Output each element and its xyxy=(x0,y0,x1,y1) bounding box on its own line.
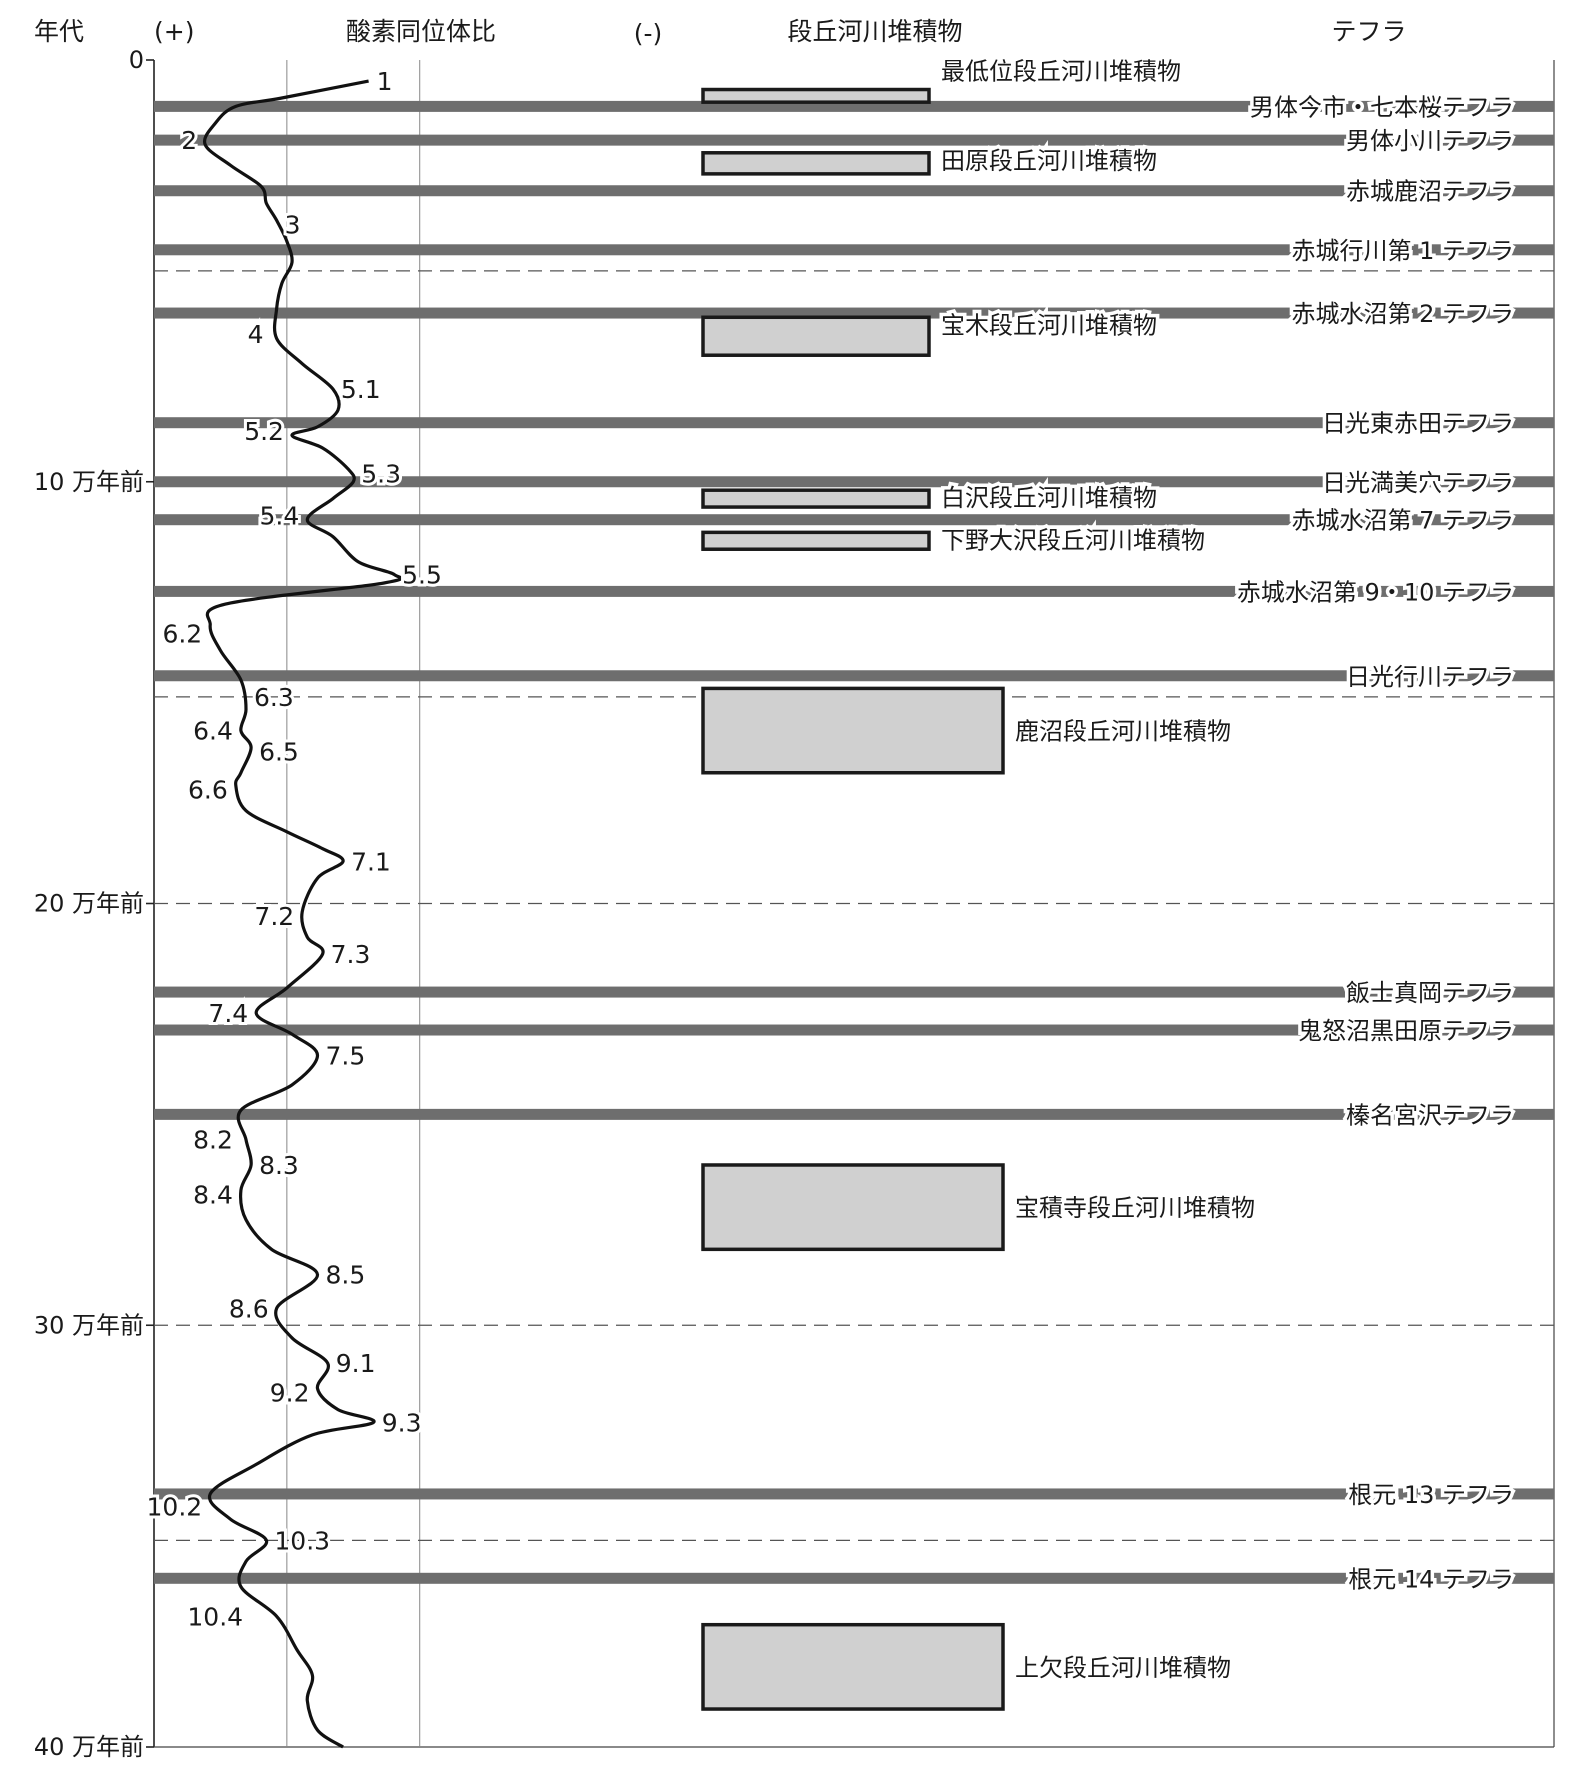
terrace-box-7 xyxy=(701,1622,1005,1711)
stage-label-1: 2 xyxy=(181,126,197,155)
y-tick-label-1: 10 万年前 xyxy=(34,468,144,496)
tephra-band-14 xyxy=(154,1572,1554,1584)
tephra-label-13: 根元 13 テフラ xyxy=(1348,1481,1514,1509)
tephra-band-7 xyxy=(154,514,1554,526)
stage-label-27: 10.2 xyxy=(147,1493,203,1522)
tephra-band-6 xyxy=(154,476,1554,488)
terrace-label-6: 宝積寺段丘河川堆積物 xyxy=(1015,1194,1255,1222)
terrace-label-2: 宝木段丘河川堆積物 xyxy=(941,311,1157,339)
y-tick-label-4: 40 万年前 xyxy=(34,1733,144,1761)
stage-label-5: 5.2 xyxy=(244,417,284,446)
isotope-curve xyxy=(202,79,403,1749)
stage-label-24: 9.1 xyxy=(336,1349,376,1378)
stage-label-19: 8.2 xyxy=(193,1126,233,1155)
tephra-band-9 xyxy=(154,670,1554,682)
terrace-box-5 xyxy=(701,686,1005,775)
stage-label-23: 8.6 xyxy=(229,1294,269,1323)
stage-label-11: 6.4 xyxy=(193,717,233,746)
stage-label-28: 10.3 xyxy=(274,1526,330,1555)
tephra-band-4 xyxy=(154,307,1554,319)
tephra-band-5 xyxy=(154,417,1554,429)
stage-label-25: 9.2 xyxy=(270,1379,310,1408)
tephra-band-3 xyxy=(154,244,1554,256)
stage-label-10: 6.3 xyxy=(254,683,294,712)
tephra-band-11 xyxy=(154,1024,1554,1036)
terrace-label-4: 下野大沢段丘河川堆積物 xyxy=(941,526,1205,554)
header-minus: (-) xyxy=(634,19,663,48)
tephra-label-12: 榛名宮沢テフラ xyxy=(1346,1101,1514,1129)
header-plus: (+) xyxy=(154,17,194,46)
stage-label-3: 4 xyxy=(248,320,264,349)
stage-label-16: 7.3 xyxy=(331,940,371,969)
terrace-box-4 xyxy=(701,530,931,551)
stage-label-4: 5.1 xyxy=(341,375,381,404)
stage-label-29: 10.4 xyxy=(187,1602,243,1631)
tephra-label-8: 赤城水沼第 9・10 テフラ xyxy=(1237,578,1514,606)
stage-label-8: 5.5 xyxy=(402,561,442,590)
terrace-label-1: 田原段丘河川堆積物 xyxy=(941,147,1157,175)
stage-label-6: 5.3 xyxy=(361,459,401,488)
stage-label-14: 7.1 xyxy=(351,847,391,876)
tephra-band-10 xyxy=(154,986,1554,998)
stage-label-15: 7.2 xyxy=(254,902,294,931)
stage-label-22: 8.5 xyxy=(326,1261,366,1290)
terrace-label-3: 白沢段丘河川堆積物 xyxy=(941,484,1157,512)
terrace-label-7: 上欠段丘河川堆積物 xyxy=(1015,1654,1231,1682)
stage-label-20: 8.3 xyxy=(259,1151,299,1180)
tephra-band-13 xyxy=(154,1488,1554,1500)
header-age: 年代 xyxy=(34,17,84,46)
stage-label-2: 3 xyxy=(285,210,301,239)
tephra-label-9: 日光行川テフラ xyxy=(1346,663,1514,691)
terrace-box-6 xyxy=(701,1163,1005,1252)
y-tick-label-2: 20 万年前 xyxy=(34,890,144,918)
stage-label-7: 5.4 xyxy=(260,501,300,530)
tephra-label-6: 日光満美穴テフラ xyxy=(1322,469,1514,497)
stage-label-12: 6.5 xyxy=(259,738,299,767)
tephra-label-4: 赤城水沼第 2 テフラ xyxy=(1291,300,1514,328)
stage-label-26: 9.3 xyxy=(382,1408,422,1437)
terrace-box-2 xyxy=(701,315,931,357)
terrace-box-3 xyxy=(701,488,931,509)
tephra-label-11: 鬼怒沼黒田原テフラ xyxy=(1298,1017,1514,1045)
stage-label-9: 6.2 xyxy=(162,620,202,649)
tephra-band-1 xyxy=(154,134,1554,146)
header-isotope: 酸素同位体比 xyxy=(346,17,496,46)
header-tephra: テフラ xyxy=(1331,17,1406,46)
tephra-label-10: 飯士真岡テフラ xyxy=(1346,979,1514,1007)
terrace-label-5: 鹿沼段丘河川堆積物 xyxy=(1015,718,1231,746)
header-terraces: 段丘河川堆積物 xyxy=(787,17,962,46)
stage-label-21: 8.4 xyxy=(193,1181,233,1210)
terrace-box-0 xyxy=(701,87,931,104)
tephra-band-12 xyxy=(154,1108,1554,1120)
terrace-box-1 xyxy=(701,151,931,176)
tephra-label-1: 男体小川テフラ xyxy=(1346,127,1514,155)
tephra-label-7: 赤城水沼第 7 テフラ xyxy=(1291,507,1514,535)
stage-label-13: 6.6 xyxy=(188,776,228,805)
stage-label-17: 7.4 xyxy=(208,999,248,1028)
tephra-label-14: 根元 14 テフラ xyxy=(1348,1565,1514,1593)
tephra-label-0: 男体今市・七本桜テフラ xyxy=(1250,93,1514,121)
tephra-label-2: 赤城鹿沼テフラ xyxy=(1346,178,1514,206)
stage-label-18: 7.5 xyxy=(326,1041,366,1070)
terrace-label-0: 最低位段丘河川堆積物 xyxy=(941,58,1181,86)
y-tick-label-0: 0 xyxy=(129,46,144,74)
tephra-label-5: 日光東赤田テフラ xyxy=(1322,410,1514,438)
stage-label-0: 1 xyxy=(377,67,393,96)
y-tick-label-3: 30 万年前 xyxy=(34,1311,144,1339)
tephra-label-3: 赤城行川第 1 テフラ xyxy=(1291,237,1514,265)
tephra-band-0 xyxy=(154,100,1554,112)
tephra-band-2 xyxy=(154,185,1554,197)
tephra-band-8 xyxy=(154,585,1554,597)
